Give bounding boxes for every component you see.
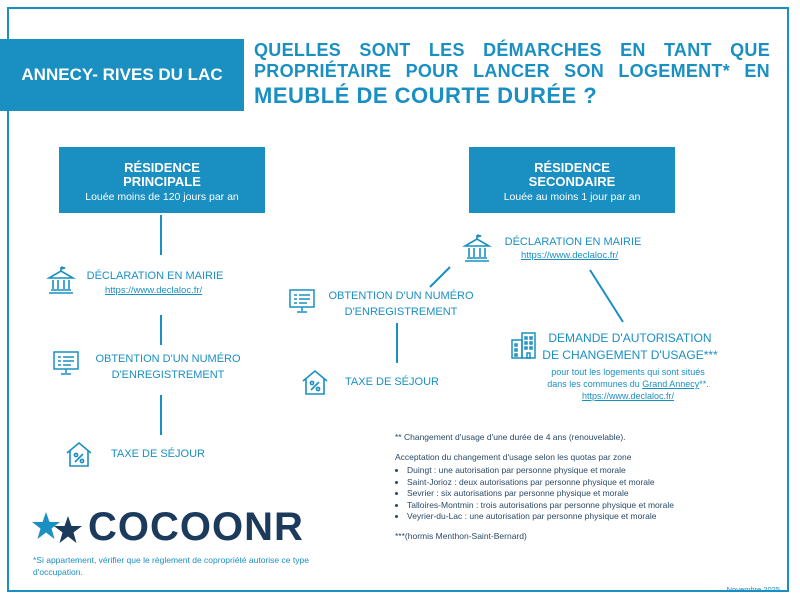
note-quota-intro: Acceptation du changement d'usage selon … [395,451,632,462]
principale-heading-2: PRINCIPALE [123,174,201,189]
house-percent-icon [66,441,92,467]
secondaire-step2-line1: OBTENTION D'UN NUMÉRO [328,290,474,302]
town-hall-icon [462,234,492,262]
connector-line [160,215,162,255]
town-hall-icon [46,266,76,294]
location-label: ANNECY- RIVES DU LAC [21,65,223,84]
secondaire-step4-note: pour tout les logements qui sont situés … [536,366,720,402]
quota-item: Veyrier-du-Lac : une autorisation par pe… [407,511,755,523]
secondaire-step-tax: TAXE DE SÉJOUR [345,376,439,388]
title-line-1: QUELLES SONT LES DÉMARCHES EN TANT QUE [254,40,770,60]
secondaire-step2-line2: D'ENREGISTREMENT [344,306,458,318]
quota-item: Saint-Jorioz : deux autorisations par pe… [407,477,755,489]
principale-step-declaration: DÉCLARATION EN MAIRIE [86,270,224,282]
quota-list: Duingt : une autorisation par personne p… [395,465,755,523]
step4-note-line2a: dans les communes du [547,379,643,389]
logo-stars-icon [32,512,82,543]
registration-form-icon [53,351,79,375]
publication-date: Novembre 2025 [726,585,780,594]
secondaire-step4-line1: DEMANDE D'AUTORISATION [548,331,712,345]
connector-line [160,395,162,435]
secondaire-step-declaration: DÉCLARATION EN MAIRIE [504,236,642,248]
quota-item: Duingt : une autorisation par personne p… [407,465,755,477]
connector-line [429,266,451,288]
secondaire-box: RÉSIDENCE SECONDAIRE Louée au moins 1 jo… [469,147,675,213]
principale-declaloc-link[interactable]: https://www.declaloc.fr/ [105,285,203,296]
location-banner: ANNECY- RIVES DU LAC [0,39,244,111]
footnote: *Si appartement, vérifier que le règleme… [33,555,309,577]
secondaire-step-registration: OBTENTION D'UN NUMÉRO D'ENREGISTREMENT [326,288,476,320]
secondaire-declaloc-link[interactable]: https://www.declaloc.fr/ [521,250,619,261]
step4-note-line2b: **. [699,379,709,389]
secondaire-step4-declaloc-link[interactable]: https://www.declaloc.fr/ [581,391,675,401]
notes-block: ** Changement d'usage d'une durée de 4 a… [395,432,755,542]
page-frame [7,7,789,592]
note-exception: ***(hormis Menthon-Saint-Bernard) [395,530,527,541]
house-percent-icon [302,369,328,395]
connector-line [396,323,398,363]
brand-logo: COCOONR [88,505,304,549]
principale-heading-1: RÉSIDENCE [124,160,200,175]
note-duration: ** Changement d'usage d'une durée de 4 a… [395,432,626,442]
secondaire-subtitle: Louée au moins 1 jour par an [503,191,641,203]
title-line-3: MEUBLÉ DE COURTE DURÉE ? [254,83,598,108]
secondaire-heading-1: RÉSIDENCE [534,160,610,175]
secondaire-heading-2: SECONDAIRE [528,174,616,189]
apartment-building-icon [511,332,536,359]
quota-item: Talloires-Montmin : trois autorisations … [407,500,755,512]
secondaire-step-authorisation: DEMANDE D'AUTORISATION DE CHANGEMENT D'U… [540,330,720,364]
principale-step-tax: TAXE DE SÉJOUR [111,448,205,460]
title-line-2: PROPRIÉTAIRE POUR LANCER SON LOGEMENT* E… [254,61,770,81]
connector-line [589,269,624,323]
step4-note-line1: pour tout les logements qui sont situés [551,367,705,377]
principale-step2-line2: D'ENREGISTREMENT [111,369,225,381]
page-title: QUELLES SONT LES DÉMARCHES EN TANT QUE P… [254,40,770,110]
secondaire-step4-line2: DE CHANGEMENT D'USAGE*** [542,348,718,362]
principale-subtitle: Louée moins de 120 jours par an [85,191,239,203]
connector-line [160,315,162,345]
principale-step2-line1: OBTENTION D'UN NUMÉRO [95,353,241,365]
registration-form-icon [289,289,315,313]
quota-item: Sevrier : six autorisations par personne… [407,488,755,500]
principale-step-registration: OBTENTION D'UN NUMÉRO D'ENREGISTREMENT [88,351,248,383]
grand-annecy-link[interactable]: Grand Annecy [642,379,700,389]
principale-box: RÉSIDENCE PRINCIPALE Louée moins de 120 … [59,147,265,213]
